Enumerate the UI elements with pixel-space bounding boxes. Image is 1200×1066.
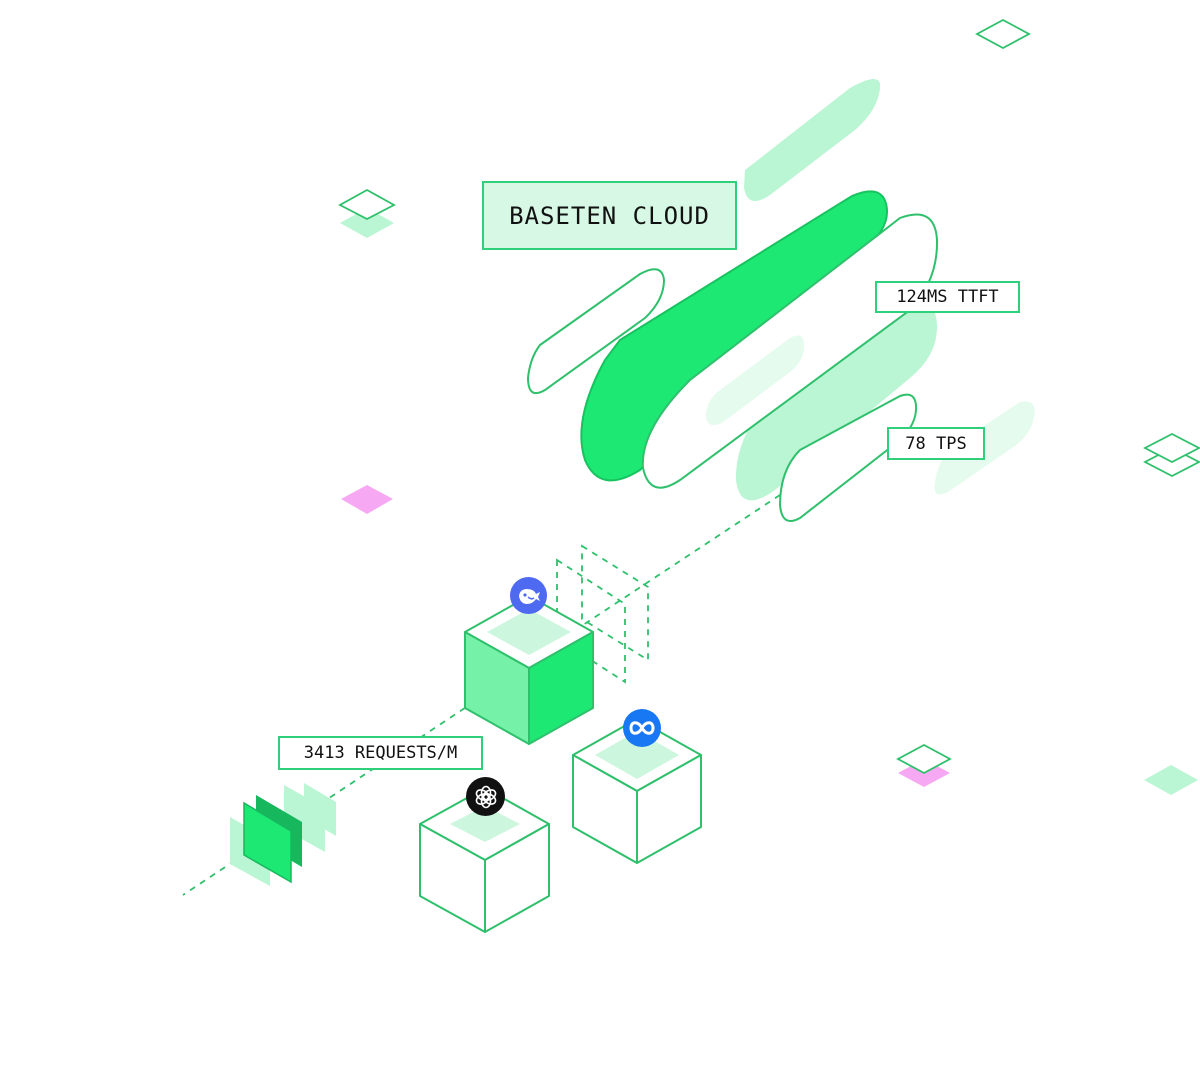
cloud-title-label: BASETEN CLOUD: [482, 181, 737, 250]
meta-infinity-glyph: [629, 721, 655, 735]
cube-deepseek-top-inner: [487, 609, 571, 655]
ttft-metric-label: 124MS TTFT: [875, 281, 1020, 313]
diamond-outline-bottom-right: [896, 743, 952, 775]
cloud-capsule-top-pale: [744, 79, 881, 202]
openai-icon: [466, 777, 505, 816]
meta-icon: [623, 709, 661, 747]
diamond-pink-left: [341, 485, 393, 514]
decorative-diamonds: [338, 18, 1200, 795]
cube-deepseek-right: [528, 631, 594, 745]
diamond-pale-left-shadow: [340, 208, 394, 238]
cube-meta-top-inner: [595, 731, 679, 779]
cube-deepseek: [464, 595, 594, 745]
cloud-capsule-inner-faint: [706, 335, 805, 426]
diamond-outline-right-upper: [1143, 432, 1200, 464]
request-cards: [230, 783, 336, 886]
cube-openai: [419, 787, 550, 933]
cube-openai-top-inner: [450, 806, 520, 842]
cloud-capsule-solid: [580, 190, 889, 482]
diamond-pale-far-right: [1144, 765, 1198, 795]
dashed-plane-2: [581, 544, 649, 662]
cube-openai-right: [484, 823, 550, 933]
requests-metric-label: 3413 REQUESTS/M: [278, 736, 483, 770]
connector-cloud-to-cube: [582, 494, 781, 626]
card-solid: [243, 801, 292, 884]
deepseek-whale-glyph: [518, 588, 540, 604]
diamond-outline-left: [338, 188, 396, 221]
cloud-capsule-pale-right: [735, 297, 938, 501]
cube-meta: [572, 718, 702, 864]
tps-metric-label: 78 TPS: [887, 427, 985, 460]
cube-meta-right: [636, 754, 702, 864]
openai-knot-glyph: [475, 785, 496, 808]
card-pale-back-2: [284, 785, 325, 852]
deepseek-icon: [510, 577, 547, 614]
diamond-outline-top-right: [975, 18, 1031, 50]
cloud-capsule-outline-small: [526, 268, 666, 394]
